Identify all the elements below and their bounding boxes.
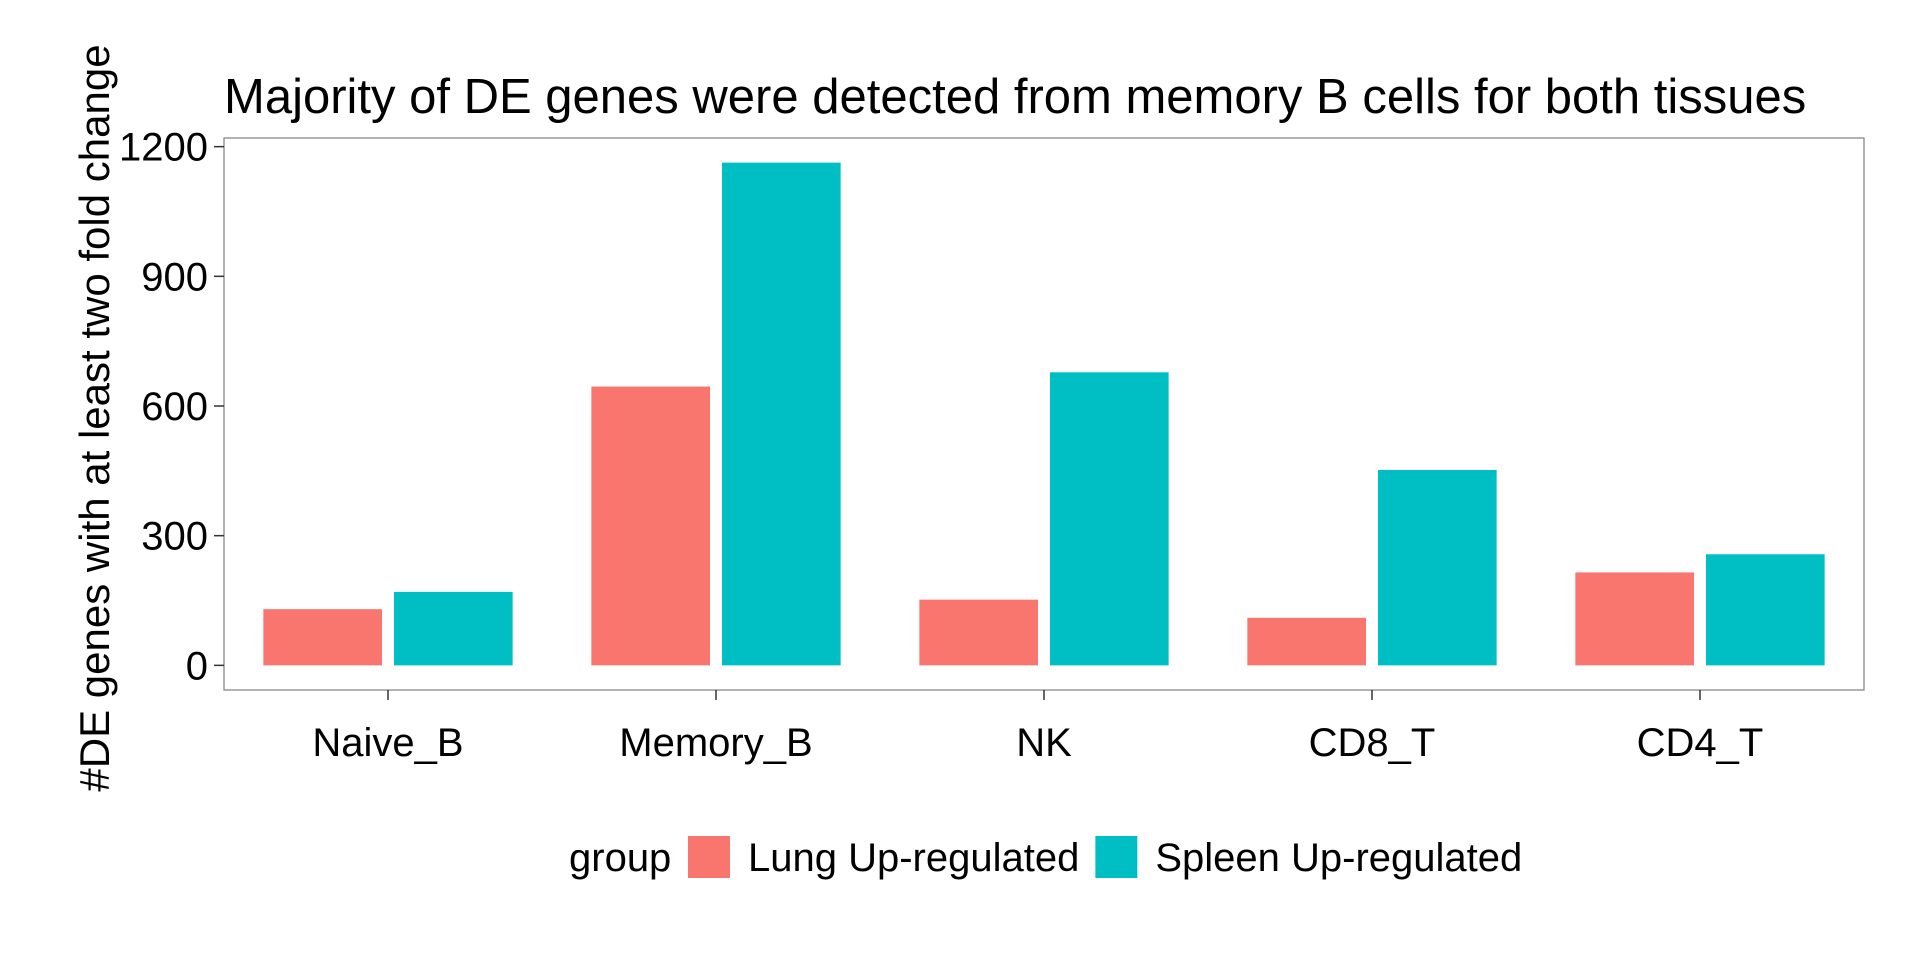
x-tick-label: Naive_B (312, 721, 463, 765)
legend-label: Lung Up-regulated (748, 836, 1079, 880)
legend-title: group (569, 836, 671, 880)
x-axis: Naive_B Memory_B NK CD8_T CD4_T (312, 690, 1763, 765)
bar-lung-up-regulated-memory-b (591, 386, 710, 666)
x-tick-label: NK (1016, 721, 1072, 765)
y-tick-label: 1200 (119, 126, 208, 170)
bar-lung-up-regulated-naive-b (263, 609, 382, 666)
y-tick-label: 0 (186, 644, 208, 688)
bar-lung-up-regulated-cd8-t (1247, 617, 1366, 666)
x-tick-label: CD4_T (1637, 721, 1764, 765)
bar-spleen-up-regulated-memory-b (722, 162, 841, 666)
bar-lung-up-regulated-cd4-t (1575, 572, 1694, 666)
y-axis-label: #DE genes with at least two fold change (71, 44, 118, 791)
chart-title: Majority of DE genes were detected from … (224, 70, 1806, 124)
legend: group Lung Up-regulated Spleen Up-regulat… (569, 836, 1522, 880)
y-tick-label: 600 (141, 385, 208, 429)
bar-spleen-up-regulated-nk (1050, 372, 1169, 666)
bar-spleen-up-regulated-cd4-t (1706, 554, 1825, 666)
bars-group (263, 162, 1825, 666)
legend-swatch-spleen-up-regulated (1095, 836, 1138, 878)
x-tick-label: Memory_B (619, 721, 812, 765)
y-axis: 0 300 600 900 1200 (119, 126, 224, 688)
legend-swatch-lung-up-regulated (688, 836, 730, 878)
bar-lung-up-regulated-nk (919, 599, 1038, 666)
bar-spleen-up-regulated-naive-b (394, 591, 513, 666)
x-tick-label: CD8_T (1309, 721, 1436, 765)
y-tick-label: 300 (141, 515, 208, 559)
y-tick-label: 900 (141, 255, 208, 299)
legend-label: Spleen Up-regulated (1155, 836, 1522, 880)
bar-spleen-up-regulated-cd8-t (1378, 469, 1497, 666)
